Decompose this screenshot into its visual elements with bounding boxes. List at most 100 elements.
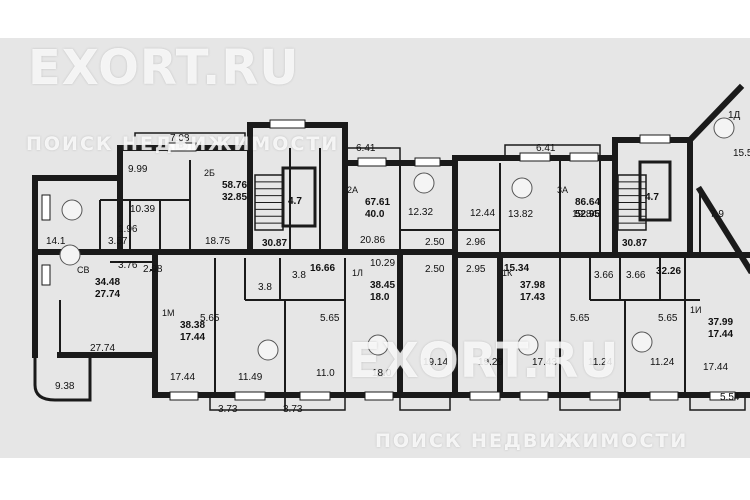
window-2 (167, 142, 197, 152)
windows (41, 119, 736, 401)
room-area-9: 20.86 (360, 235, 385, 246)
room-area-38: 5.65 (658, 313, 678, 324)
room-area-18: 2.95 (466, 264, 486, 275)
apartment-total-1: 67.61 (365, 197, 390, 208)
apartment-living-3: 27.74 (95, 289, 120, 300)
apartment-living-4: 17.44 (180, 332, 205, 343)
room-marker-7 (631, 331, 653, 353)
corridor-area-0: 16.66 (310, 263, 335, 274)
window-16 (649, 391, 679, 401)
room-area-19: 7.9 (710, 209, 724, 220)
room-area-25: 3.8 (258, 282, 272, 293)
room-area-34: 17.43 (532, 357, 557, 368)
room-marker-3 (367, 334, 389, 356)
bottom-margin (0, 458, 750, 500)
room-area-44: 3.73 (283, 404, 303, 415)
top-margin (0, 0, 750, 38)
room-marker-8 (713, 117, 735, 139)
apartment-code-6: 1К (502, 268, 513, 278)
room-area-12: 2.50 (425, 264, 445, 275)
room-area-0: 7.08 (170, 133, 190, 144)
room-area-4: 3.57 (108, 236, 128, 247)
window-5 (414, 157, 441, 167)
apartment-total-6: 37.98 (520, 280, 545, 291)
stairwell-0 (254, 174, 284, 231)
room-area-5: 14.1 (46, 236, 66, 247)
balcony-5 (399, 394, 451, 411)
apartment-total-3: 34.48 (95, 277, 120, 288)
apartment-living-0: 32.85 (222, 192, 247, 203)
apartment-living-5: 18.0 (370, 292, 390, 303)
wall-17 (685, 83, 745, 145)
room-area-27: 5.65 (320, 313, 340, 324)
room-area-42: 9.38 (55, 381, 75, 392)
room-area-40: 11.24 (650, 357, 675, 368)
apartment-total-7: 37.99 (708, 317, 733, 328)
stairwell-1 (617, 174, 647, 231)
apartment-code-4: 1М (162, 308, 175, 318)
room-area-21: 3.76 (118, 260, 138, 271)
room-area-41: 17.44 (703, 362, 728, 373)
room-area-15: 13.82 (508, 209, 533, 220)
wall-25 (695, 185, 750, 275)
window-11 (299, 391, 331, 401)
room-area-29: 11.49 (238, 372, 263, 383)
room-area-24: 5.65 (200, 313, 220, 324)
stairwells (254, 160, 672, 231)
balcony-2 (504, 144, 601, 159)
room-labels: 7.08 9.99 10.39 1.963.57 14.1 18.75 6.41 12.32 2… (46, 110, 750, 415)
room-marker-6 (517, 334, 539, 356)
apartment-code-3: СВ (77, 265, 90, 275)
room-area-46: 1Д (728, 110, 741, 121)
room-area-3: 1.96 (118, 224, 138, 235)
apartment-living-7: 17.44 (708, 329, 733, 340)
room-area-35: 5.65 (570, 313, 590, 324)
stair-area-0: 4.7 (288, 196, 302, 207)
window-9 (169, 391, 199, 401)
apartment-living-2: 52.95 (575, 209, 600, 220)
apartment-total-2: 86.64 (575, 197, 600, 208)
window-0 (41, 194, 51, 221)
room-area-10: 2.50 (425, 237, 445, 248)
window-3 (269, 119, 306, 129)
window-12 (364, 391, 394, 401)
corridor-area-2: 15.34 (504, 263, 529, 274)
room-area-23: 27.74 (90, 343, 115, 354)
room-marker-2 (257, 339, 279, 361)
room-area-6: 18.75 (205, 236, 230, 247)
elevator-shaft-0 (281, 166, 317, 228)
bay-window (33, 355, 92, 402)
room-area-17: 2.96 (466, 237, 486, 248)
room-area-28: 17.44 (170, 372, 195, 383)
window-14 (519, 391, 549, 401)
room-area-1: 9.99 (128, 164, 148, 175)
window-10 (234, 391, 266, 401)
room-area-33: 19.29 (478, 357, 503, 368)
window-8 (639, 134, 671, 144)
apartment-code-2: 3А (557, 185, 568, 195)
room-area-32: 19.14 (423, 357, 448, 368)
apartment-living-1: 40.0 (365, 209, 385, 220)
apartment-code-1: 2А (347, 185, 358, 195)
window-17 (709, 391, 736, 401)
room-area-31: 18.0 (372, 368, 392, 379)
room-area-8: 12.32 (408, 207, 433, 218)
room-area-7: 6.41 (356, 143, 376, 154)
room-markers (59, 117, 735, 361)
apartment-living-6: 17.43 (520, 292, 545, 303)
window-7 (569, 152, 599, 162)
window-13 (469, 391, 501, 401)
window-6 (519, 152, 551, 162)
room-marker-4 (413, 172, 435, 194)
room-area-43: 3.73 (218, 404, 238, 415)
room-area-37: 3.66 (626, 270, 646, 281)
apartment-code-7: 1И (690, 305, 701, 315)
room-area-26: 3.8 (292, 270, 306, 281)
apartment-total-0: 58.76 (222, 180, 247, 191)
room-area-13: 6.41 (536, 143, 556, 154)
window-15 (589, 391, 619, 401)
room-area-45: 5.54 (720, 392, 740, 403)
room-area-22: 2.98 (143, 264, 163, 275)
room-area-2: 10.39 (130, 204, 155, 215)
